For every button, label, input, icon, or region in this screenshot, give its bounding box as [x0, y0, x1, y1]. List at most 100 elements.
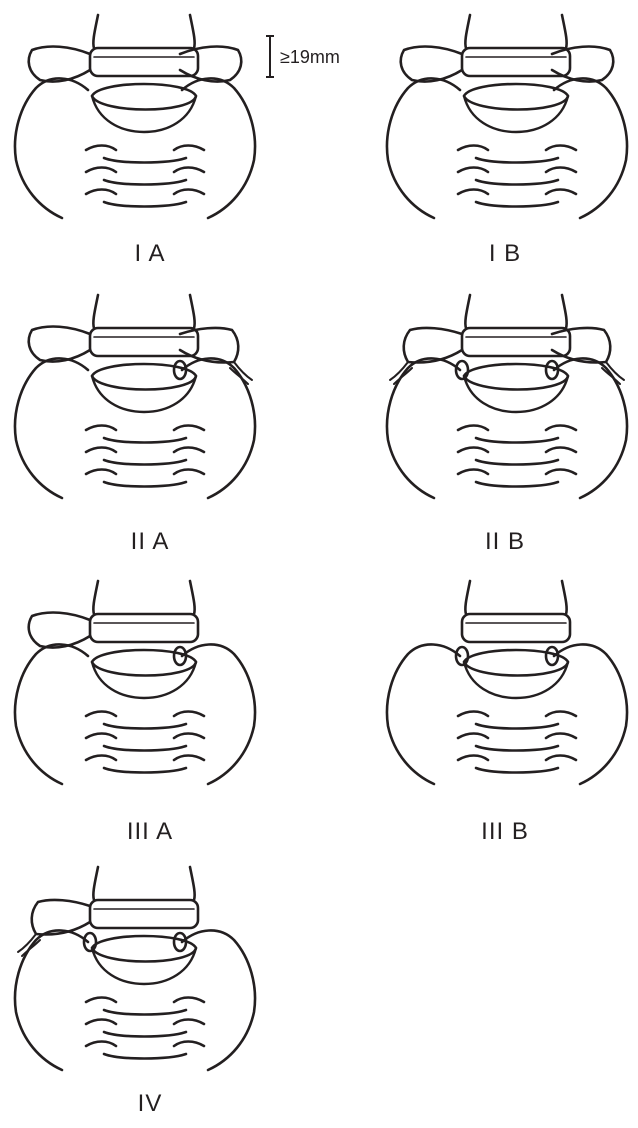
s1-body — [464, 84, 568, 110]
sacral-foramen-left — [86, 1020, 116, 1025]
column-right-line — [190, 581, 195, 614]
sacral-ridge — [104, 1010, 186, 1015]
caption-iv: IV — [90, 1090, 210, 1118]
sacral-foramen-left — [86, 426, 116, 431]
sacral-foramen-right — [174, 168, 204, 173]
sacral-foramen-left — [86, 146, 116, 151]
sacral-foramen-left — [458, 426, 488, 431]
s1-body — [92, 364, 196, 390]
left-sacral-wing — [15, 78, 88, 218]
caption-iiia: III A — [90, 818, 210, 846]
sacral-ridge — [476, 180, 558, 185]
sacral-foramen-right — [174, 426, 204, 431]
lumbosacral-schematic — [0, 862, 270, 1092]
s1-body — [464, 650, 568, 676]
sacral-foramen-left — [458, 146, 488, 151]
left-transverse-process — [29, 47, 90, 82]
sacral-foramen-right — [174, 998, 204, 1003]
sacral-foramen-right — [174, 1020, 204, 1025]
sacral-foramen-left — [458, 712, 488, 717]
sacral-ridge — [476, 460, 558, 465]
sacral-foramen-left — [86, 190, 116, 195]
sacral-ridge — [104, 768, 186, 773]
s1-body — [92, 936, 196, 962]
left-articular-nub — [456, 361, 468, 379]
sacral-foramen-right — [546, 146, 576, 151]
column-left-line — [465, 295, 470, 328]
left-sacral-wing — [15, 644, 88, 784]
sacral-ridge — [476, 482, 558, 487]
sacral-foramen-right — [174, 712, 204, 717]
sacral-foramen-left — [86, 448, 116, 453]
caption-iia: II A — [90, 528, 210, 556]
sacral-foramen-right — [546, 712, 576, 717]
left-transverse-process — [29, 613, 90, 648]
caption-iiib: III B — [445, 818, 565, 846]
column-right-line — [562, 295, 567, 328]
sacral-foramen-right — [174, 1042, 204, 1047]
sacral-ridge — [104, 460, 186, 465]
column-right-line — [562, 15, 567, 48]
sacral-ridge — [104, 1054, 186, 1059]
panel-iiib — [372, 576, 638, 806]
sacral-foramen-right — [546, 190, 576, 195]
sacral-foramen-left — [458, 470, 488, 475]
s1-body — [92, 84, 196, 110]
caption-ib: I B — [445, 240, 565, 268]
panel-ib — [372, 10, 638, 240]
sacral-ridge — [476, 768, 558, 773]
sacrum-upper-curve — [92, 948, 196, 984]
sacral-ridge — [476, 746, 558, 751]
left-sacral-wing — [387, 644, 460, 784]
sacrum-upper-curve — [464, 376, 568, 412]
left-articular-nub — [456, 647, 468, 665]
sacral-foramen-right — [546, 448, 576, 453]
left-sacral-wing — [15, 358, 88, 498]
panel-iiia — [0, 576, 270, 806]
sacrum-upper-curve — [464, 96, 568, 132]
sacral-ridge — [104, 158, 186, 163]
panel-iv — [0, 862, 270, 1092]
lumbosacral-schematic — [0, 576, 270, 806]
sacral-ridge — [476, 724, 558, 729]
column-right-line — [190, 295, 195, 328]
sacral-ridge — [476, 438, 558, 443]
sacral-foramen-left — [86, 756, 116, 761]
s1-body — [92, 650, 196, 676]
panel-iib — [372, 290, 638, 520]
sacral-foramen-right — [546, 168, 576, 173]
sacral-foramen-right — [546, 426, 576, 431]
sacral-foramen-right — [174, 448, 204, 453]
sacrum-upper-curve — [92, 96, 196, 132]
sacral-ridge — [476, 202, 558, 207]
sacrum-upper-curve — [92, 662, 196, 698]
lumbosacral-schematic — [372, 290, 638, 520]
sacral-foramen-left — [86, 1042, 116, 1047]
sacral-foramen-left — [86, 734, 116, 739]
measurement-label: ≥19mm — [280, 47, 340, 68]
sacral-foramen-left — [458, 190, 488, 195]
sacral-foramen-right — [174, 470, 204, 475]
sacral-foramen-left — [458, 734, 488, 739]
lumbosacral-schematic — [0, 290, 270, 520]
sacral-foramen-left — [458, 448, 488, 453]
left-sacral-wing — [387, 78, 460, 218]
height-measurement: ≥19mm — [264, 34, 384, 84]
sacral-foramen-left — [86, 712, 116, 717]
left-transverse-process — [29, 327, 90, 362]
column-right-line — [190, 867, 195, 900]
measurement-bracket-icon — [264, 34, 276, 80]
column-left-line — [93, 295, 98, 328]
sacral-foramen-left — [86, 168, 116, 173]
column-right-line — [190, 15, 195, 48]
s1-body — [464, 364, 568, 390]
right-transverse-process — [552, 47, 613, 82]
lumbosacral-schematic — [372, 576, 638, 806]
l5-vertebral-body — [462, 614, 570, 642]
column-left-line — [93, 15, 98, 48]
sacral-foramen-right — [174, 756, 204, 761]
sacral-ridge — [104, 180, 186, 185]
l5-vertebral-body — [90, 900, 198, 928]
column-right-line — [562, 581, 567, 614]
